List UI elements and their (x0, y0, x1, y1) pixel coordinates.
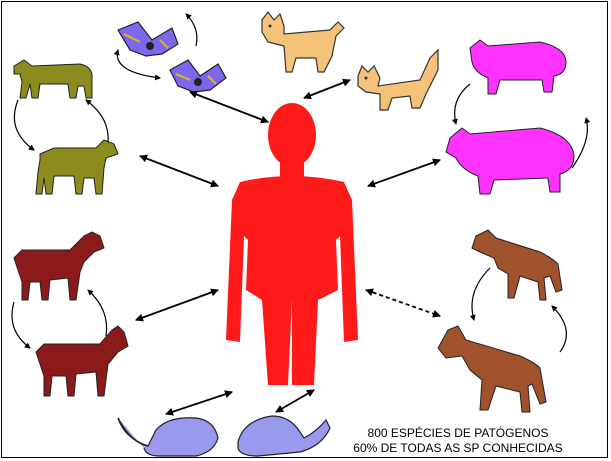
bat-icon (170, 60, 226, 92)
human-figure (226, 103, 358, 385)
pig-icon (470, 40, 566, 94)
goat-icon (14, 232, 104, 300)
dog-icon (438, 326, 546, 412)
bat-icon (118, 22, 178, 56)
dog-icon (472, 230, 562, 300)
cat-icon (262, 12, 344, 72)
rat-icon (118, 418, 218, 456)
caption-line-1: 800 ESPÉCIES DE PATÓGENOS (318, 426, 598, 440)
cat-icon (358, 50, 438, 110)
rat-icon (238, 416, 330, 456)
pig-icon (446, 128, 574, 194)
cow-icon (14, 60, 92, 98)
cow-icon (36, 140, 118, 194)
caption-line-2: 60% DE TODAS AS SP CONHECIDAS (318, 441, 598, 455)
goat-icon (36, 326, 128, 396)
